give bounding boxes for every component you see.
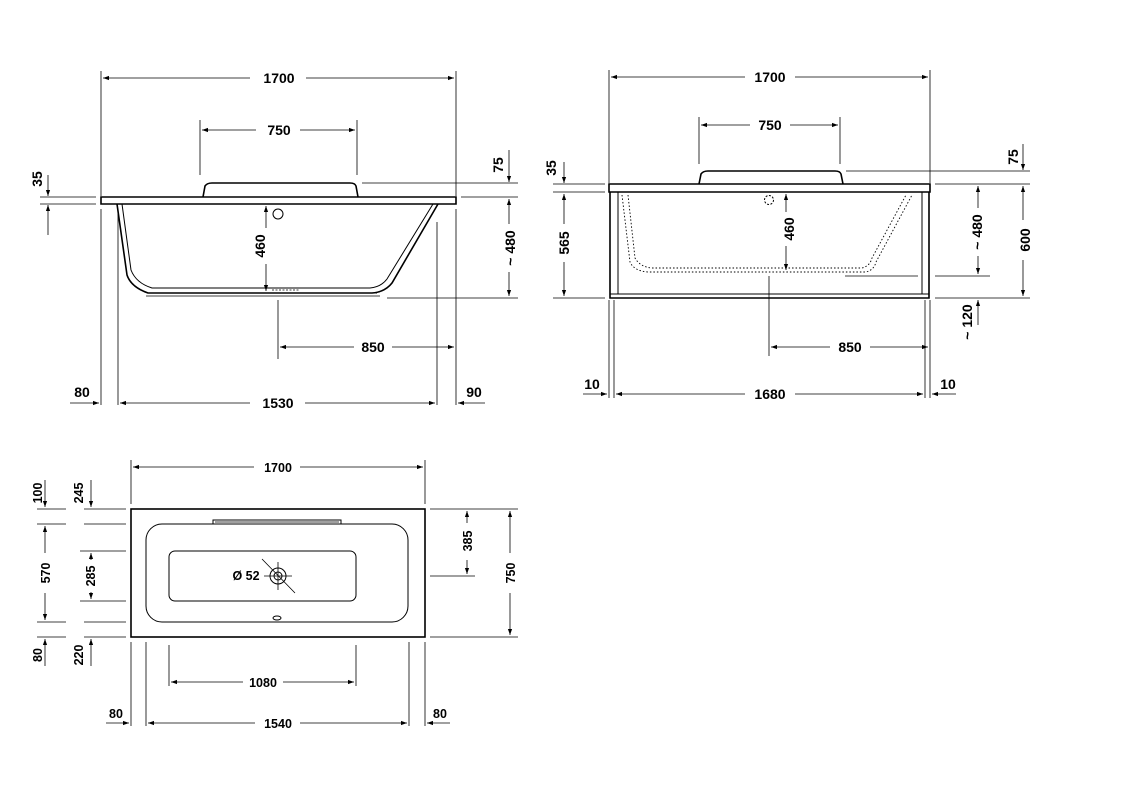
top-dim-80-left: 80 xyxy=(109,707,123,721)
top-bathtub-outline xyxy=(130,508,426,638)
side-dim-1680: 1680 xyxy=(754,386,785,402)
top-dim-245: 245 xyxy=(72,483,86,504)
side-dim-120: ~ 120 xyxy=(959,304,975,340)
front-extension-lines xyxy=(40,71,518,405)
side-dim-565: 565 xyxy=(556,231,572,255)
top-dim-385: 385 xyxy=(461,531,475,552)
side-dim-10-right: 10 xyxy=(940,376,956,392)
top-dim-1080: 1080 xyxy=(249,676,277,690)
top-dim-80-right: 80 xyxy=(433,707,447,721)
side-dim-600: 600 xyxy=(1017,228,1033,252)
front-view: 1700 750 35 75 ~ 480 460 850 80 1530 90 xyxy=(29,70,518,411)
top-dim-80-bottom: 80 xyxy=(31,648,45,662)
front-dim-850: 850 xyxy=(361,339,385,355)
side-extension-lines xyxy=(553,70,1030,398)
top-dim-750: 750 xyxy=(504,563,518,584)
top-dim-1540: 1540 xyxy=(264,717,292,731)
side-dim-75: 75 xyxy=(1005,149,1021,165)
front-dim-480: ~ 480 xyxy=(502,230,518,266)
front-dim-460: 460 xyxy=(252,234,268,258)
front-dim-35: 35 xyxy=(29,171,45,187)
top-extension-lines xyxy=(37,460,518,726)
top-dim-100: 100 xyxy=(31,483,45,504)
front-dim-75: 75 xyxy=(490,157,506,173)
side-dim-850: 850 xyxy=(838,339,862,355)
top-dim-1700: 1700 xyxy=(264,461,292,475)
side-dim-1700: 1700 xyxy=(754,69,785,85)
side-dim-35: 35 xyxy=(543,160,559,176)
side-dim-460: 460 xyxy=(781,217,797,241)
top-dim-220: 220 xyxy=(72,645,86,666)
top-dim-285: 285 xyxy=(84,566,98,587)
front-dim-750: 750 xyxy=(267,122,291,138)
front-bathtub-outline xyxy=(100,182,457,297)
side-dim-750: 750 xyxy=(758,117,782,133)
top-dim-570: 570 xyxy=(39,563,53,584)
top-view: 1700 100 245 570 285 80 220 385 750 Ø 52 xyxy=(31,460,518,731)
side-dim-10-left: 10 xyxy=(584,376,600,392)
front-dim-1700: 1700 xyxy=(263,70,294,86)
top-dim-drain-diameter: Ø 52 xyxy=(232,569,259,583)
side-bathtub-outline xyxy=(608,170,931,299)
side-view: 1700 750 35 565 460 75 ~ 480 600 ~ 120 8… xyxy=(543,69,1033,402)
front-dim-1530: 1530 xyxy=(262,395,293,411)
front-dim-80: 80 xyxy=(74,384,90,400)
front-dim-90: 90 xyxy=(466,384,482,400)
side-dim-480: ~ 480 xyxy=(969,214,985,250)
